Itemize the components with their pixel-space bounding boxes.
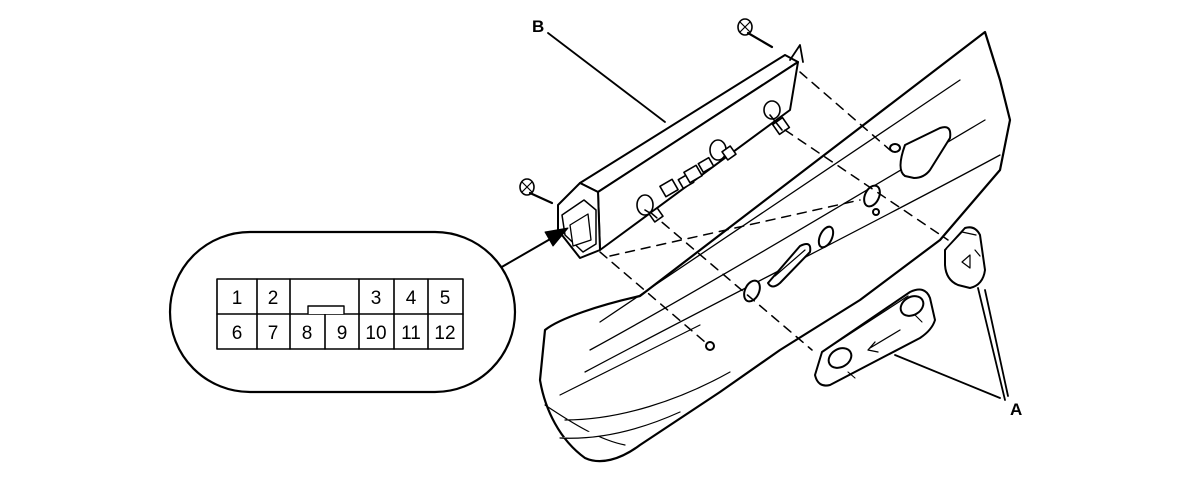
pin-label: 4 bbox=[406, 288, 417, 309]
leader-lines bbox=[547, 32, 1009, 401]
pin-label: 11 bbox=[401, 323, 421, 344]
pin-labels: 1 2 3 4 5 6 7 8 9 10 11 12 bbox=[232, 288, 456, 344]
button-a-right bbox=[944, 226, 986, 289]
pin-label: 2 bbox=[268, 288, 279, 309]
door-panel bbox=[538, 30, 1012, 463]
screw-bottom bbox=[519, 178, 554, 205]
connector-pinout: 1 2 3 4 5 6 7 8 9 10 11 12 bbox=[168, 230, 517, 394]
alignment-lines bbox=[599, 71, 949, 351]
pin-label: 12 bbox=[434, 323, 455, 344]
callout-a: A bbox=[1010, 400, 1022, 419]
pin-grid bbox=[216, 278, 464, 350]
connector-arrow bbox=[499, 227, 569, 269]
pin-label: 8 bbox=[302, 323, 313, 344]
pin-label: 9 bbox=[337, 323, 348, 344]
pin-label: 10 bbox=[365, 323, 386, 344]
pin-label: 3 bbox=[371, 288, 382, 309]
pin-label: 7 bbox=[268, 323, 279, 344]
pin-label: 6 bbox=[232, 323, 243, 344]
pin-label: 5 bbox=[440, 288, 451, 309]
screw-top bbox=[737, 18, 774, 49]
pin-label: 1 bbox=[232, 288, 243, 309]
button-a-bottom bbox=[814, 288, 936, 387]
callout-b: B bbox=[532, 17, 544, 36]
